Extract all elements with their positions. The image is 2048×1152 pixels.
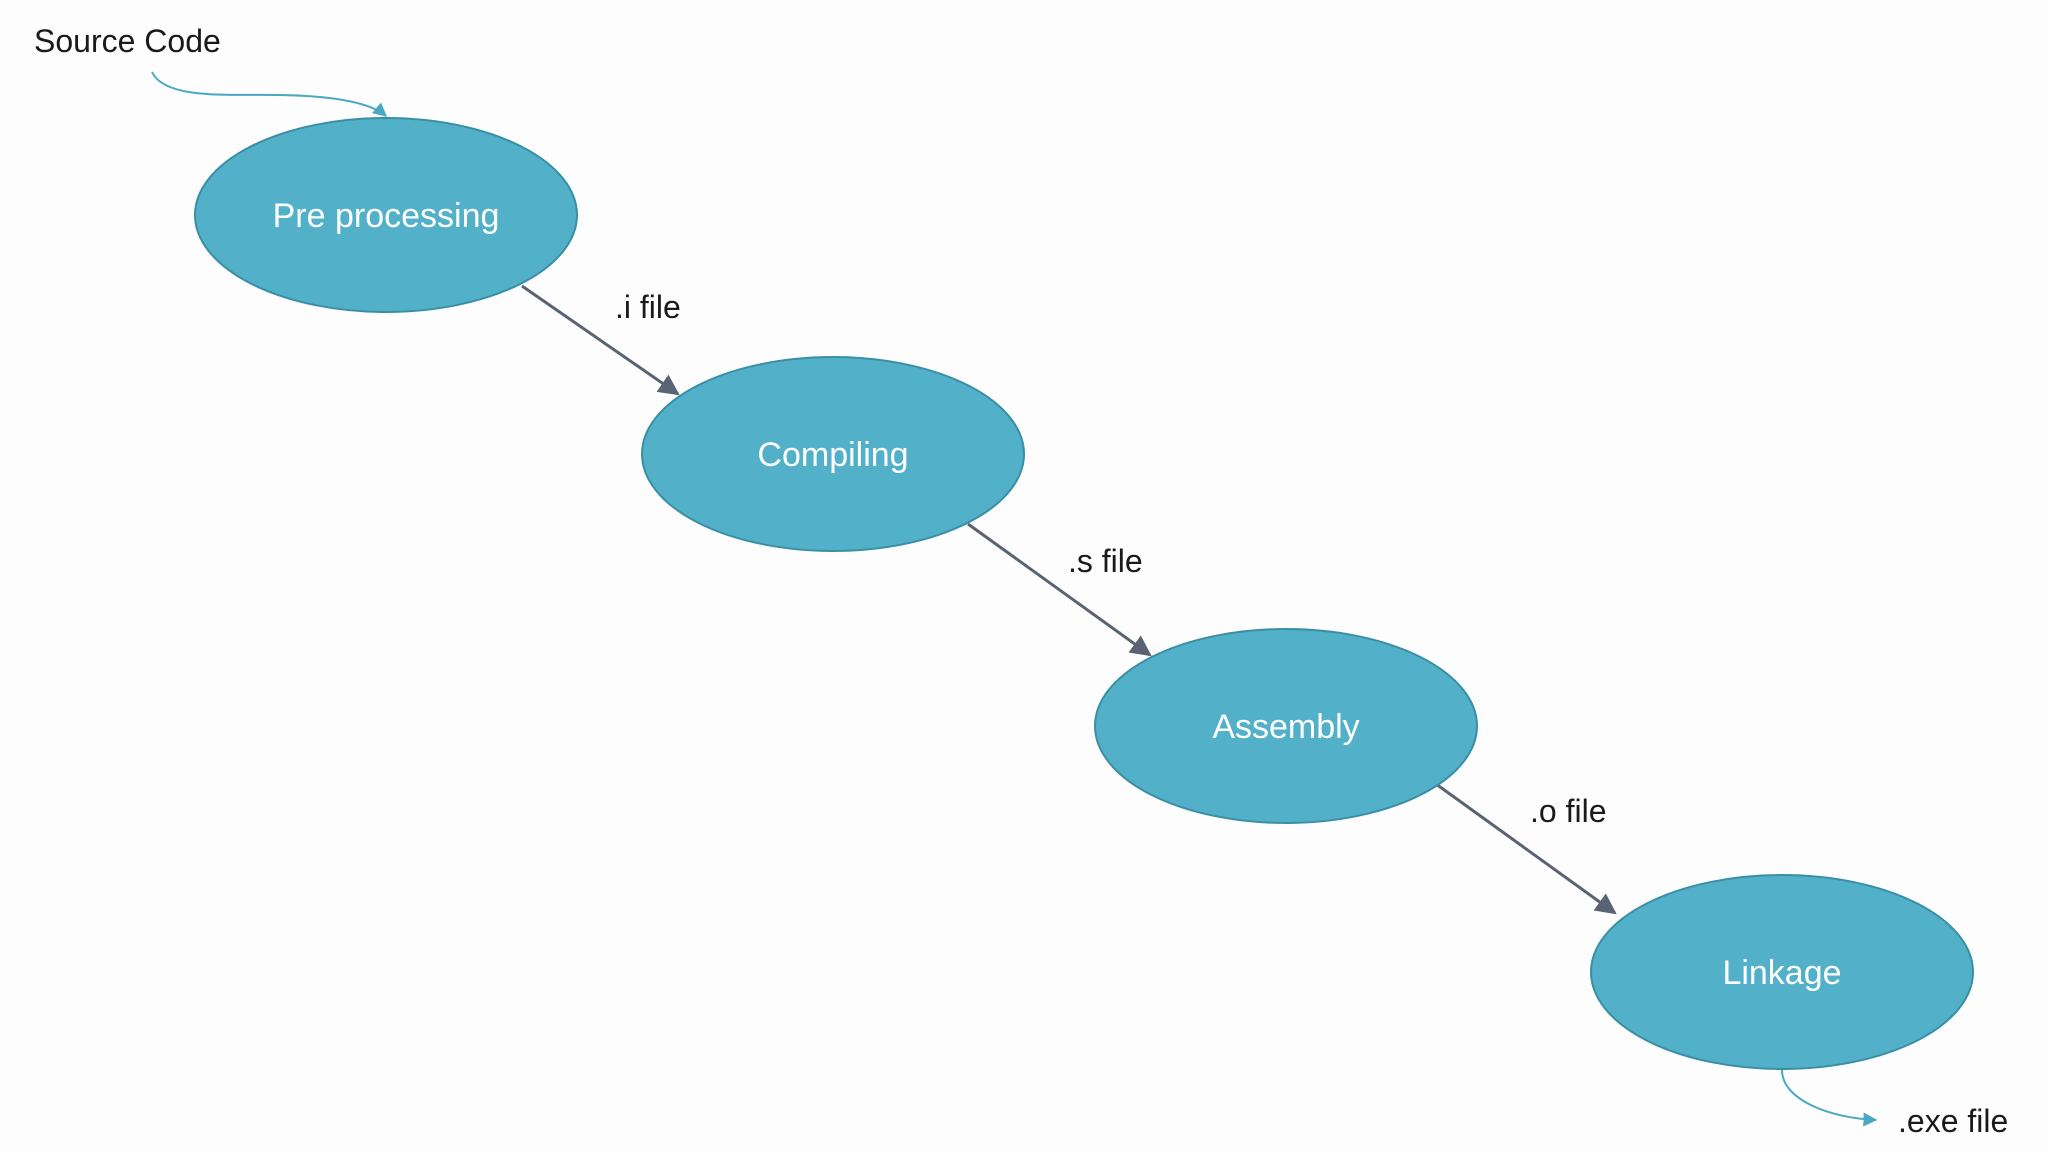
exit-arrow <box>1781 1069 1878 1127</box>
stage-label: Assembly <box>1212 708 1359 746</box>
stage-node <box>1094 628 1478 824</box>
entry-arrow <box>151 71 388 117</box>
exe-file-label: .exe file <box>1898 1103 2008 1139</box>
stage-compiling: Compiling <box>641 356 1025 552</box>
stage-preprocessing: Pre processing <box>194 117 578 313</box>
source-code-label: Source Code <box>34 23 221 59</box>
stage-node <box>1590 874 1974 1070</box>
stage-node <box>641 356 1025 552</box>
stage-label: Linkage <box>1722 954 1841 992</box>
stage-label: Compiling <box>757 436 908 474</box>
stage-assembly: Assembly <box>1094 628 1478 824</box>
edge-arrow-assembly-to-linkage <box>1435 782 1617 915</box>
edge-label-s-file: .s file <box>1068 543 1143 579</box>
stage-linkage: Linkage <box>1590 874 1974 1070</box>
edge-label-o-file: .o file <box>1530 793 1606 829</box>
edge-arrow-preprocessing-to-compiling <box>521 284 680 396</box>
stage-node <box>194 117 578 313</box>
edge-arrow-compiling-to-assembly <box>967 522 1152 657</box>
edge-label-i-file: .i file <box>615 289 681 325</box>
stage-label: Pre processing <box>273 197 500 235</box>
